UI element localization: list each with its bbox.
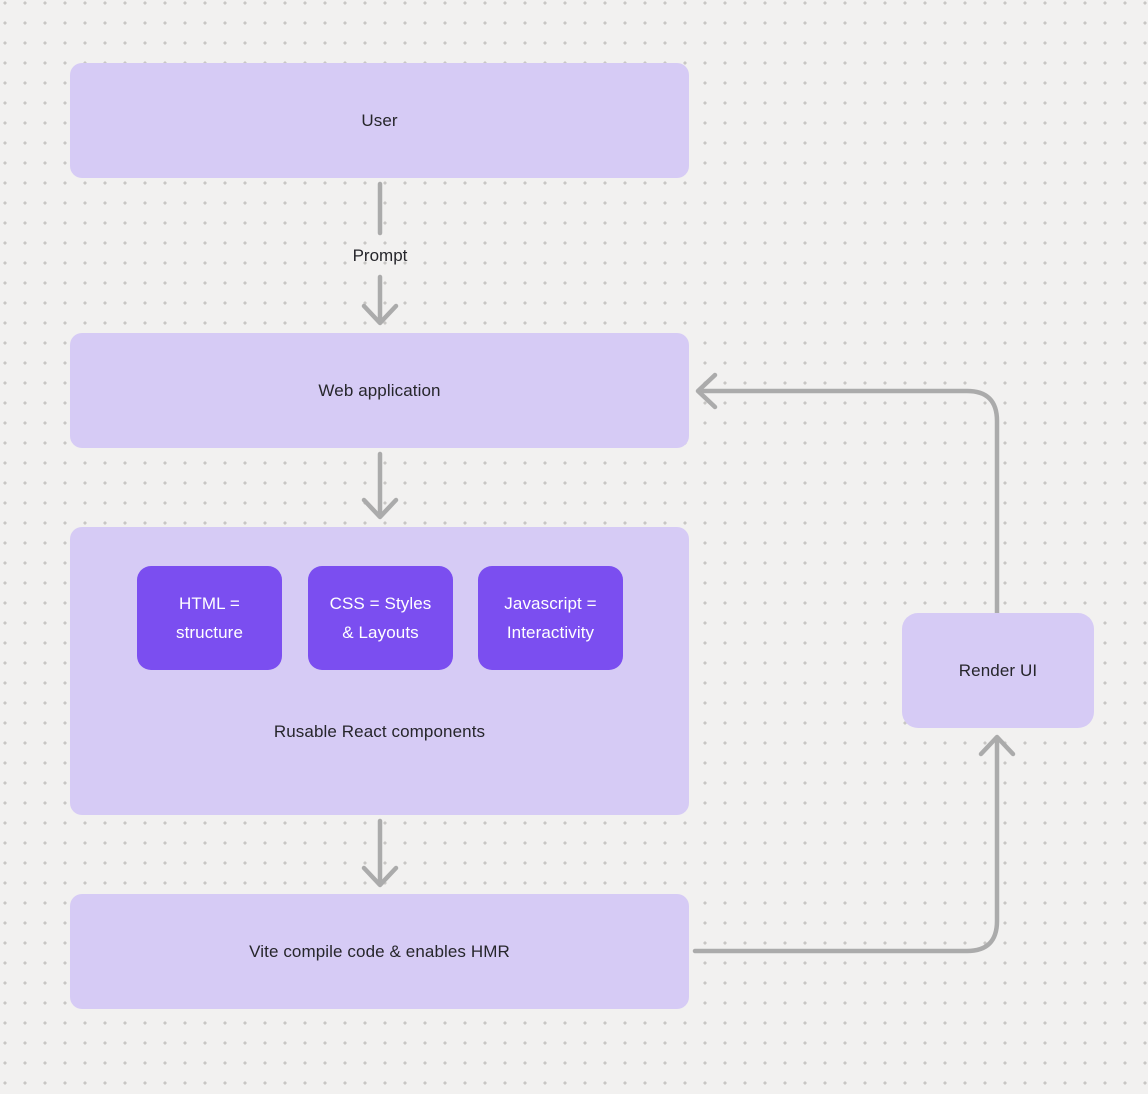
chip-javascript-line2: Interactivity bbox=[506, 623, 595, 642]
node-components-group[interactable]: HTML = structure CSS = Styles & Layouts … bbox=[70, 527, 689, 815]
chip-html-line1: HTML = bbox=[179, 594, 240, 613]
arrowhead-down-icon bbox=[361, 497, 399, 520]
node-render-ui-label: Render UI bbox=[958, 660, 1038, 680]
arrowhead-up-icon bbox=[978, 734, 1016, 757]
chip-html-line2: structure bbox=[175, 623, 244, 642]
components-group-caption: Rusable React components bbox=[273, 722, 486, 741]
edge-group-to-vite[interactable] bbox=[361, 818, 399, 888]
edge-renderui-to-webapp[interactable] bbox=[695, 372, 1000, 616]
edge-webapp-to-group[interactable] bbox=[361, 451, 399, 520]
node-web-application[interactable]: Web application bbox=[70, 333, 689, 448]
arrowhead-left-icon bbox=[695, 372, 718, 410]
node-vite-label: Vite compile code & enables HMR bbox=[249, 941, 510, 961]
chip-css-line2: & Layouts bbox=[342, 623, 419, 642]
edge-label-prompt[interactable]: Prompt bbox=[352, 246, 408, 265]
arrowhead-down-icon bbox=[361, 865, 399, 888]
node-user-label: User bbox=[361, 110, 398, 130]
node-web-application-label: Web application bbox=[318, 380, 441, 400]
chip-html[interactable]: HTML = structure bbox=[137, 566, 282, 670]
chip-css-line1: CSS = Styles bbox=[329, 594, 432, 613]
node-vite[interactable]: Vite compile code & enables HMR bbox=[70, 894, 689, 1009]
chip-javascript[interactable]: Javascript = Interactivity bbox=[478, 566, 623, 670]
node-user[interactable]: User bbox=[70, 63, 689, 178]
edge-vite-to-renderui[interactable] bbox=[692, 734, 1016, 954]
chip-javascript-line1: Javascript = bbox=[504, 594, 597, 613]
node-render-ui[interactable]: Render UI bbox=[902, 613, 1094, 728]
arrowhead-down-icon bbox=[361, 303, 399, 326]
chip-css[interactable]: CSS = Styles & Layouts bbox=[308, 566, 453, 670]
